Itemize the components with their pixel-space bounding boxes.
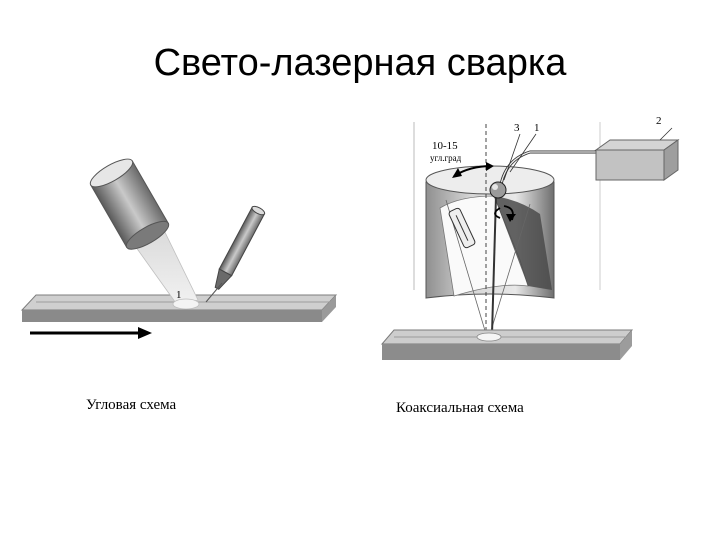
weld-spot: [476, 332, 502, 342]
caption-angled-scheme: Угловая схема: [86, 397, 177, 413]
laser-source-box: [594, 127, 680, 181]
angle-value-label: 10-15: [432, 140, 458, 152]
label-1-right: 1: [534, 122, 540, 134]
label-2: 2: [656, 115, 662, 127]
angle-unit-label: угл.град: [430, 153, 462, 163]
reflector-housing: [425, 165, 555, 299]
label-1-left: 1: [176, 289, 182, 301]
direction-arrow: [30, 327, 152, 339]
angle-arrow: [452, 162, 494, 178]
caption-coaxial-scheme: Коаксиальная схема: [396, 400, 524, 416]
label-3: 3: [514, 122, 520, 134]
laser-torch: [214, 205, 266, 290]
lamp-cylinder: [89, 158, 170, 250]
lamp-element: [448, 207, 476, 249]
angled-scheme: 1: [20, 158, 338, 339]
workpiece-plate-right: [380, 329, 634, 360]
coaxial-scheme: 10-15 угл.град 3 1 2: [380, 115, 680, 360]
laser-fiber: [489, 150, 600, 335]
slide-title: Свето-лазерная сварка: [153, 42, 567, 84]
